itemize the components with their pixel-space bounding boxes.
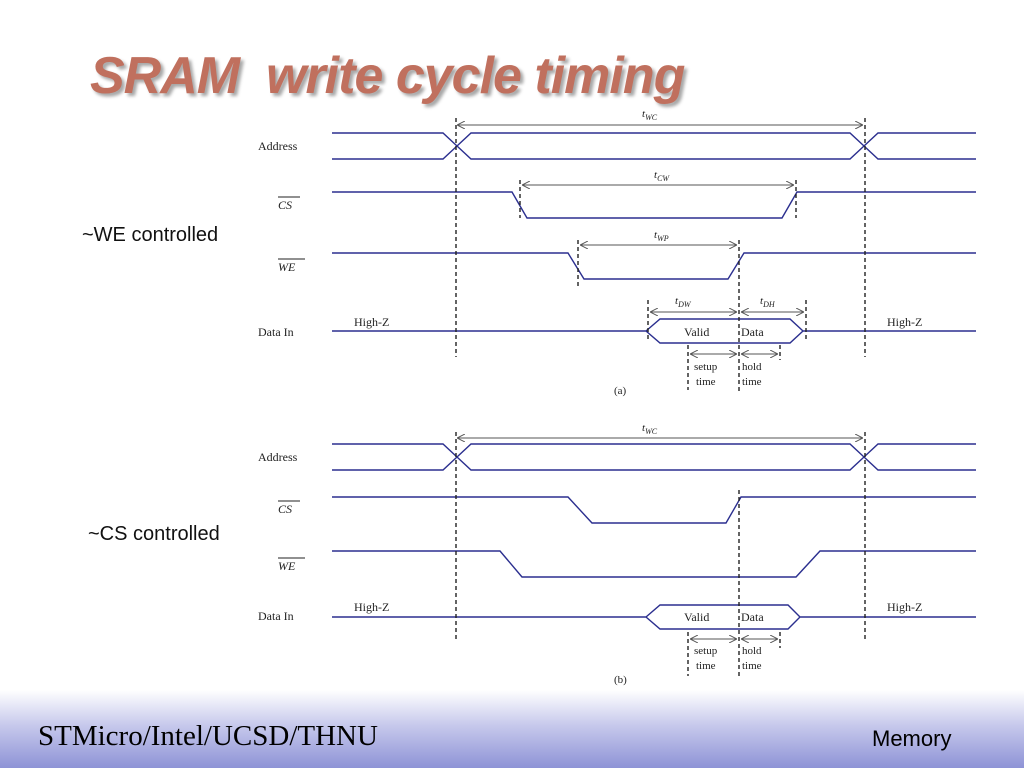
setup-label-b: setup: [694, 645, 718, 657]
cs-controlled-label: ~CS controlled: [88, 523, 220, 545]
timing-diagrams: Address CS WE Data In High-Z High-Z Vali…: [258, 108, 976, 686]
data-in-waveform-b: [332, 604, 976, 630]
signal-name-data-in-b: Data In: [258, 609, 294, 623]
diagram-b: Address CS WE Data In High-Z High-Z Vali…: [258, 422, 976, 686]
data-label-a: Data: [741, 325, 764, 339]
valid-label-a: Valid: [684, 325, 709, 339]
tdh-label-a: tDH: [760, 295, 776, 309]
signal-name-cs-a: CS: [278, 198, 292, 212]
we-waveform-a: [332, 252, 976, 280]
address-waveform-a: [332, 132, 976, 160]
we-waveform-b: [332, 550, 976, 578]
caption-a: (a): [614, 385, 627, 397]
setup-time-label-b: time: [696, 660, 716, 672]
twc-label-b: tWC: [642, 422, 658, 436]
signal-name-address-a: Address: [258, 139, 298, 153]
tcw-label-a: tCW: [654, 169, 670, 183]
caption-b: (b): [614, 674, 627, 686]
valid-label-b: Valid: [684, 610, 709, 624]
signal-name-data-in-a: Data In: [258, 325, 294, 339]
high-z-left-b: High-Z: [354, 600, 389, 614]
hold-time-label-a: time: [742, 376, 762, 388]
setup-time-label-a: time: [696, 376, 716, 388]
cs-waveform-b: [332, 496, 976, 524]
hold-time-label-b: time: [742, 660, 762, 672]
high-z-left-a: High-Z: [354, 315, 389, 329]
signal-name-cs-b: CS: [278, 502, 292, 516]
high-z-right-b: High-Z: [887, 600, 922, 614]
twc-label-a: tWC: [642, 108, 658, 122]
footer-band: [0, 690, 1024, 768]
signal-name-address-b: Address: [258, 450, 298, 464]
high-z-right-a: High-Z: [887, 315, 922, 329]
twp-label-a: tWP: [654, 229, 669, 243]
we-controlled-label: ~WE controlled: [82, 224, 219, 246]
diagram-a: Address CS WE Data In High-Z High-Z Vali…: [258, 108, 976, 397]
slide-title: SRAM write cycle timing: [90, 47, 685, 105]
data-in-waveform-a: [332, 318, 976, 344]
footer-topic: Memory: [872, 726, 952, 751]
signal-name-we-a: WE: [278, 260, 296, 274]
data-label-b: Data: [741, 610, 764, 624]
tdw-label-a: tDW: [675, 295, 692, 309]
setup-label-a: setup: [694, 361, 718, 373]
address-waveform-b: [332, 443, 976, 471]
hold-label-b: hold: [742, 645, 762, 657]
cs-waveform-a: [332, 191, 976, 219]
footer-source: STMicro/Intel/UCSD/THNU: [38, 720, 378, 752]
hold-label-a: hold: [742, 361, 762, 373]
signal-name-we-b: WE: [278, 559, 296, 573]
